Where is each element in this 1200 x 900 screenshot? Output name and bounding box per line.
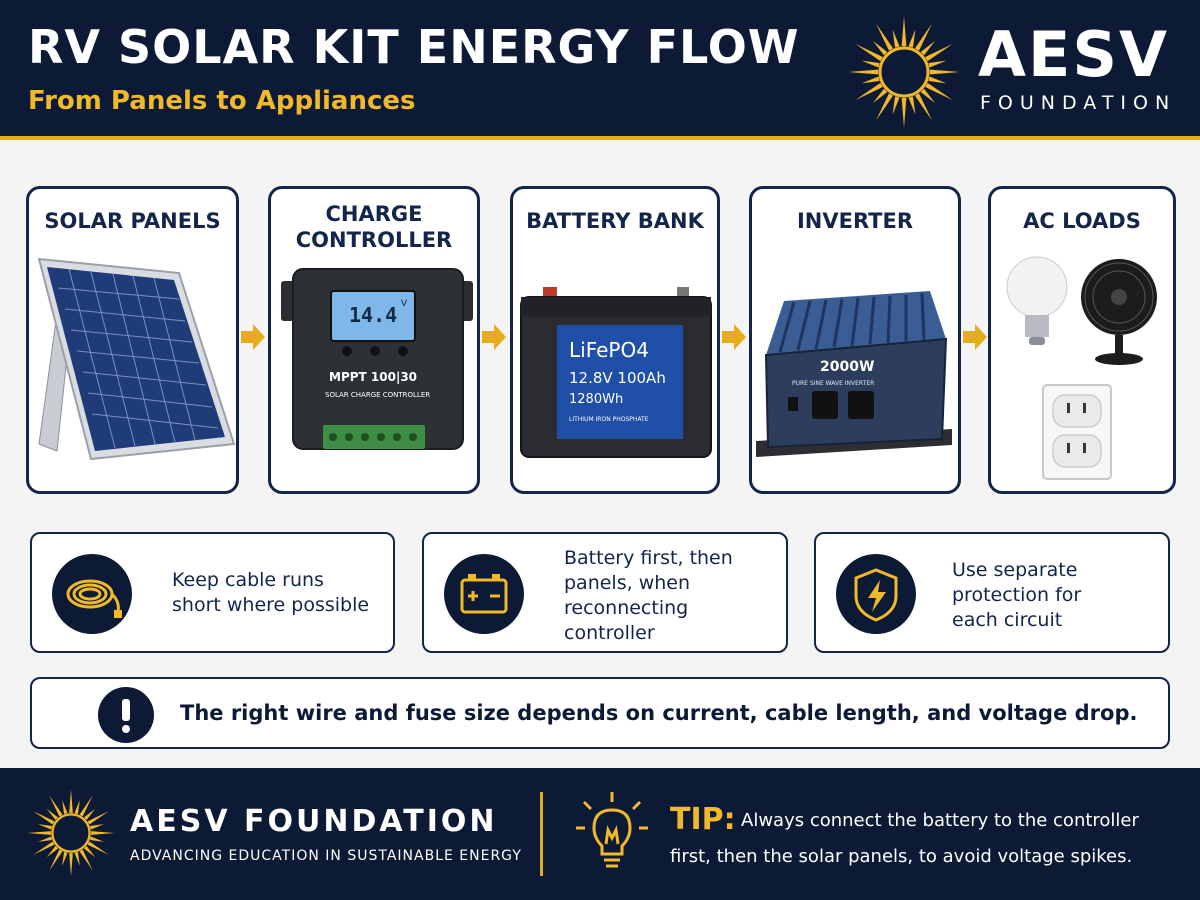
footer-divider [540,792,543,876]
battery-icon [460,574,508,614]
inverter-watt: 2000W [820,359,874,375]
footer-tip-line1: Always connect the battery to the contro… [741,810,1139,831]
battery-small-label: LITHIUM IRON PHOSPHATE [569,416,649,423]
inverter-label: PURE SINE WAVE INVERTER [792,380,874,387]
header: RV SOLAR KIT ENERGY FLOW From Panels to … [0,0,1200,140]
tip-circle [52,554,132,634]
controller-label: SOLAR CHARGE CONTROLLER [325,391,430,399]
flow-arrow-2-icon [482,324,506,350]
battery-icon: LiFePO4 12.8V 100Ah 1280Wh LITHIUM IRON … [520,287,712,458]
footer: AESV FOUNDATION ADVANCING EDUCATION IN S… [0,768,1200,900]
tip-box-battery-first: Battery first, then panels, when reconne… [422,532,788,653]
footer-tagline: ADVANCING EDUCATION IN SUSTAINABLE ENERG… [130,848,522,864]
card-title-solar: SOLAR PANELS [44,209,221,233]
solar-panel-icon [37,257,236,461]
warning-text: The right wire and fuse size depends on … [180,701,1138,725]
card-inverter: INVERTER 2000W PURE SINE WAVE INVERTER [749,186,961,494]
warning-bar: The right wire and fuse size depends on … [30,677,1170,749]
tip-circle [444,554,524,634]
charge-controller-icon: 14.4 V MPPT 100|30 SOLAR CHARGE CONTROLL… [281,268,473,450]
cable-icon [66,579,122,618]
flow-arrow-1-icon [241,324,265,350]
card-charge-controller: CHARGE CONTROLLER 14.4 V MPPT 100|30 SOL… [268,186,480,494]
battery-wh: 1280Wh [569,392,623,407]
exclamation-icon [122,699,130,733]
battery-spec: 12.8V 100Ah [569,369,666,387]
card-battery-bank: BATTERY BANK LiFePO4 12.8V 100Ah 1280Wh … [510,186,720,494]
card-title-loads: AC LOADS [1023,209,1141,233]
card-ac-loads: AC LOADS [988,186,1176,494]
inverter-icon: 2000W PURE SINE WAVE INVERTER [756,291,952,457]
card-title-battery: BATTERY BANK [526,209,704,233]
tip-box-protection: Use separate protection for each circuit [814,532,1170,653]
page-subtitle: From Panels to Appliances [28,86,416,116]
card-title-controller-line2: CONTROLLER [295,228,453,252]
warning-circle [98,687,154,743]
card-title-inverter: INVERTER [796,209,914,233]
shield-bolt-icon [854,568,898,622]
footer-tip-line2: first, then the solar panels, to avoid v… [670,846,1133,867]
brand-subtitle: FOUNDATION [980,92,1177,114]
footer-brand-name: AESV FOUNDATION [130,804,498,839]
tip-text-battery-first: Battery first, then panels, when reconne… [564,547,733,644]
footer-tip-label: TIP: [670,802,736,837]
tip-circle [836,554,916,634]
tip-text-cable: Keep cable runs short where possible [172,569,370,616]
flow-arrow-3-icon [722,324,746,350]
card-title-controller-line1: CHARGE [325,202,423,226]
brand-name: AESV [978,18,1169,91]
controller-display-unit: V [401,299,408,309]
ac-loads-icon [1006,256,1157,480]
battery-chemistry: LiFePO4 [569,338,649,362]
controller-model: MPPT 100|30 [329,370,417,384]
tip-box-cable: Keep cable runs short where possible [30,532,395,653]
sun-logo-icon [27,789,115,877]
tip-text-protection: Use separate protection for each circuit [952,559,1082,631]
sun-logo-icon [848,16,960,128]
controller-display-value: 14.4 [349,303,397,327]
card-solar-panels: SOLAR PANELS [26,186,239,494]
lightbulb-icon [576,792,648,868]
page-title: RV SOLAR KIT ENERGY FLOW [28,20,800,74]
flow-arrow-4-icon [963,324,987,350]
